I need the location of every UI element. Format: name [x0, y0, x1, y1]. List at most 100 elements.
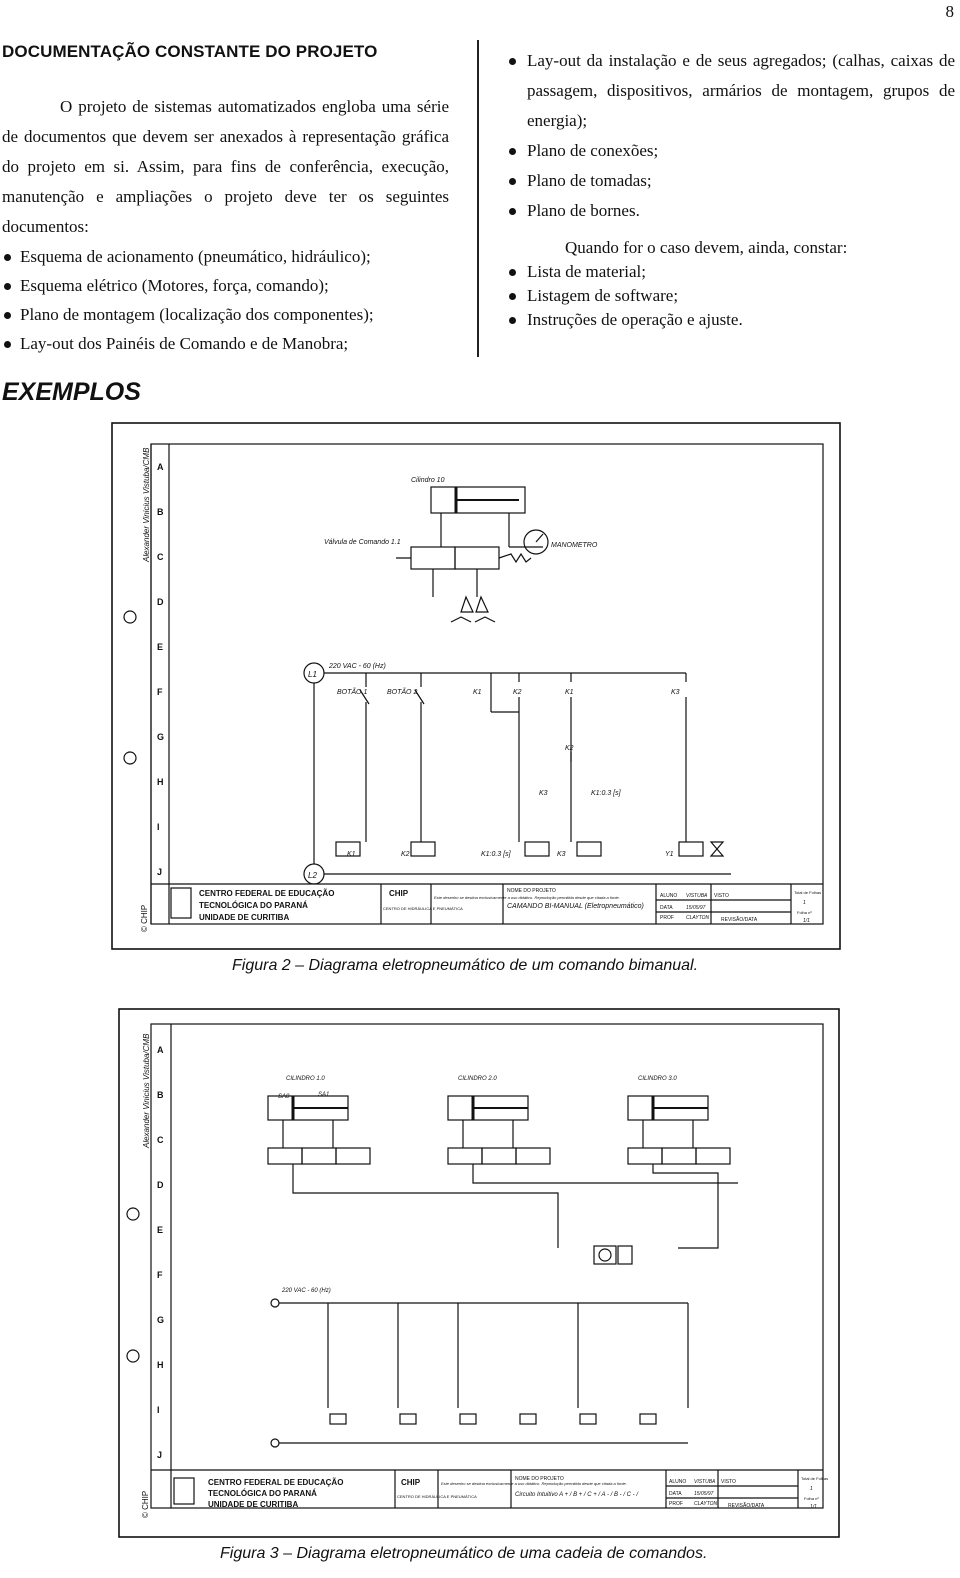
list-item: Esquema elétrico (Motores, força, comand… — [2, 271, 449, 300]
sheets-total: 1 — [803, 900, 806, 906]
visto-label: VISTO — [714, 893, 729, 899]
examples-heading: EXEMPLOS — [2, 378, 141, 406]
visto-label: VISTO — [721, 1479, 736, 1485]
sheet-label: Folha nº — [804, 1496, 819, 1501]
institution-line-2: TECNOLÓGICA DO PARANÁ — [199, 901, 308, 910]
coil-label: K1:0.3 [s] — [481, 851, 512, 858]
row-label: H — [157, 1360, 164, 1370]
sensor-label: SA1 — [318, 1092, 329, 1098]
row-label: D — [157, 1180, 164, 1190]
optional-intro: Quando for o caso devem, ainda, constar: — [565, 238, 848, 257]
page-number: 8 — [945, 2, 955, 21]
cylinder-label: CILINDRO 1.0 — [286, 1076, 325, 1082]
student-label: ALUNO — [660, 893, 677, 899]
valve-label: Válvula de Comando 1.1 — [324, 539, 401, 546]
date-label: DATA — [669, 1491, 682, 1497]
row-label: I — [157, 1405, 160, 1415]
coil-label: K3 — [557, 851, 566, 858]
cylinder-label: Cilindro 10 — [411, 477, 445, 484]
date-value: 15/05/97 — [686, 905, 706, 911]
coil-label: K1 — [347, 851, 356, 858]
l1-label: L1 — [308, 670, 317, 679]
figure-3-caption: Figura 3 – Diagrama eletropneumático de … — [220, 1545, 708, 1562]
contact-label: K3 — [671, 689, 680, 696]
sheet-label: Folha nº — [797, 910, 812, 915]
optional-list: Lista de material; Listagem de software;… — [507, 260, 955, 332]
usage-note: Este desenho se destina exclusivamente a… — [434, 895, 620, 900]
row-label: I — [157, 822, 160, 832]
chip-subtitle: CENTRO DE HIDRÁULICA E PNEUMÁTICA — [383, 906, 463, 911]
institution-line-3: UNIDADE DE CURITIBA — [199, 913, 289, 922]
prof-label: PROF — [669, 1501, 683, 1507]
list-item: Listagem de software; — [507, 284, 955, 308]
figure-3-diagram: A B C D E F G H I J Alexander Vinicius V… — [118, 1008, 840, 1538]
date-label: DATA — [660, 905, 673, 911]
list-item: Plano de conexões; — [507, 136, 955, 166]
contact-label: K1 — [473, 689, 482, 696]
sheets-total-label: Total de Folhas — [794, 890, 821, 895]
document-list: Esquema de acionamento (pneumático, hidr… — [2, 242, 449, 358]
row-label: A — [157, 462, 164, 472]
row-label: E — [157, 1225, 163, 1235]
row-label: H — [157, 777, 164, 787]
sensor-label: SA0 — [278, 1094, 290, 1100]
row-label: G — [157, 732, 164, 742]
contact-label: K2 — [513, 689, 522, 696]
list-item: Plano de bornes. — [507, 196, 955, 226]
sheets-total-label: Total de Folhas — [801, 1476, 828, 1481]
row-label: C — [157, 552, 164, 562]
list-item: Esquema de acionamento (pneumático, hidr… — [2, 242, 449, 271]
list-item: Lista de material; — [507, 260, 955, 284]
row-label: J — [157, 867, 162, 877]
figure-2-caption: Figura 2 – Diagrama eletropneumático de … — [232, 957, 699, 974]
institution-line-1: CENTRO FEDERAL DE EDUCAÇÃO — [199, 889, 334, 898]
author-vertical: Alexander Vinicius Vistuba/CMB — [142, 447, 151, 563]
timer-label: K1:0.3 [s] — [591, 790, 622, 797]
right-column: Lay-out da instalação e de seus agregado… — [507, 46, 955, 332]
coil-label: K2 — [401, 851, 410, 858]
student-label: ALUNO — [669, 1479, 686, 1485]
row-label: F — [157, 1270, 163, 1280]
chip-label: CHIP — [389, 889, 409, 898]
date-value: 15/05/97 — [694, 1491, 714, 1497]
copyright: © CHIP — [140, 905, 149, 932]
list-item: Lay-out da instalação e de seus agregado… — [507, 46, 955, 136]
supply-label: 220 VAC - 60 (Hz) — [281, 1288, 331, 1294]
list-item: Plano de tomadas; — [507, 166, 955, 196]
project-name: CAMANDO BI-MANUAL (Eletropneumático) — [507, 903, 644, 910]
row-label: B — [157, 1090, 164, 1100]
intro-paragraph: O projeto de sistemas automatizados engl… — [2, 97, 449, 236]
manometer-label: MANOMETRO — [551, 542, 598, 549]
button2-label: BOTÃO 2 — [387, 687, 417, 696]
button1-label: BOTÃO 1 — [337, 687, 367, 696]
document-list-continued: Lay-out da instalação e de seus agregado… — [507, 46, 955, 226]
row-label: J — [157, 1450, 162, 1460]
sheets-total: 1 — [810, 1486, 813, 1492]
row-label: E — [157, 642, 163, 652]
project-label: NOME DO PROJETO — [515, 1476, 564, 1482]
usage-note: Este desenho se destina exclusivamente a… — [441, 1481, 627, 1486]
institution-line-1: CENTRO FEDERAL DE EDUCAÇÃO — [208, 1478, 343, 1487]
k2-label: K2 — [565, 745, 574, 752]
prof-name: CLAYTON — [694, 1501, 718, 1507]
author-vertical: Alexander Vinicius Vistuba/CMB — [142, 1033, 151, 1149]
supply-label: 220 VAC - 60 (Hz) — [328, 663, 386, 670]
row-label: A — [157, 1045, 164, 1055]
row-label: D — [157, 597, 164, 607]
student-name: VISTUBA — [694, 1479, 716, 1485]
chip-label: CHIP — [401, 1478, 421, 1487]
list-item: Instruções de operação e ajuste. — [507, 308, 955, 332]
institution-line-3: UNIDADE DE CURITIBA — [208, 1500, 298, 1509]
institution-line-2: TECNOLÓGICA DO PARANÁ — [208, 1489, 317, 1498]
k3-label: K3 — [539, 790, 548, 797]
coil-label: Y1 — [665, 851, 674, 858]
l2-label: L2 — [308, 871, 317, 880]
contact-label: K1 — [565, 689, 574, 696]
project-label: NOME DO PROJETO — [507, 888, 556, 894]
chip-subtitle: CENTRO DE HIDRÁULICA E PNEUMÁTICA — [397, 1494, 477, 1499]
prof-label: PROF — [660, 915, 674, 921]
cylinder-label: CILINDRO 3.0 — [638, 1076, 677, 1082]
figure-2-diagram: A B C D E F G H I J Alexander Vinicius V… — [111, 422, 841, 950]
project-name: Circuito Intuitivo A + / B + / C + / A -… — [515, 1492, 639, 1498]
prof-name: CLAYTON — [686, 915, 710, 921]
